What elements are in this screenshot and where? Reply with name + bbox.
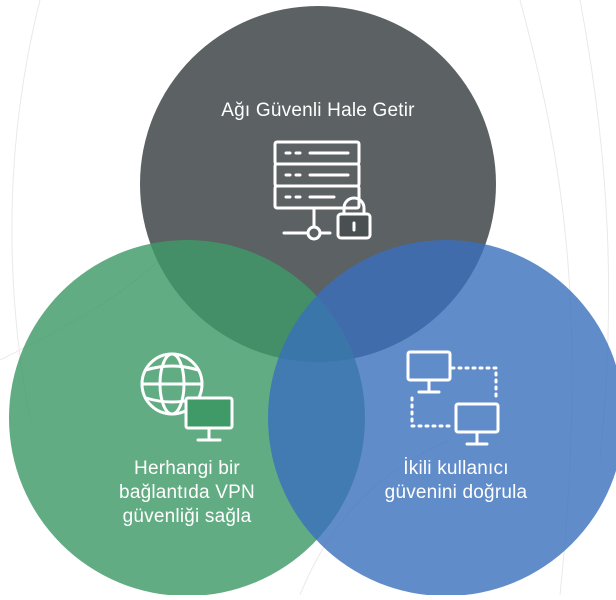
circle-left-label-line: bağlantıda VPN bbox=[119, 482, 255, 503]
circle-right-label-line: İkili kullanıcı bbox=[403, 458, 509, 479]
circle-left-label-line: güvenliği sağla bbox=[122, 506, 252, 527]
circle-left-label-line: Herhangi bir bbox=[134, 458, 240, 479]
globe-monitor-icon bbox=[140, 352, 234, 442]
server-lock-icon bbox=[273, 140, 372, 241]
circle-right-label: İkili kullanıcı güvenini doğrula bbox=[306, 457, 606, 505]
circle-right-label-line: güvenini doğrula bbox=[384, 482, 528, 503]
circle-top-label-line: Ağı Güvenli Hale Getir bbox=[221, 100, 415, 121]
circle-left-label: Herhangi bir bağlantıda VPN güvenliği sa… bbox=[37, 457, 337, 529]
circle-right bbox=[268, 240, 616, 596]
connected-computers-icon bbox=[406, 350, 500, 446]
circle-top-label: Ağı Güvenli Hale Getir bbox=[168, 99, 468, 123]
